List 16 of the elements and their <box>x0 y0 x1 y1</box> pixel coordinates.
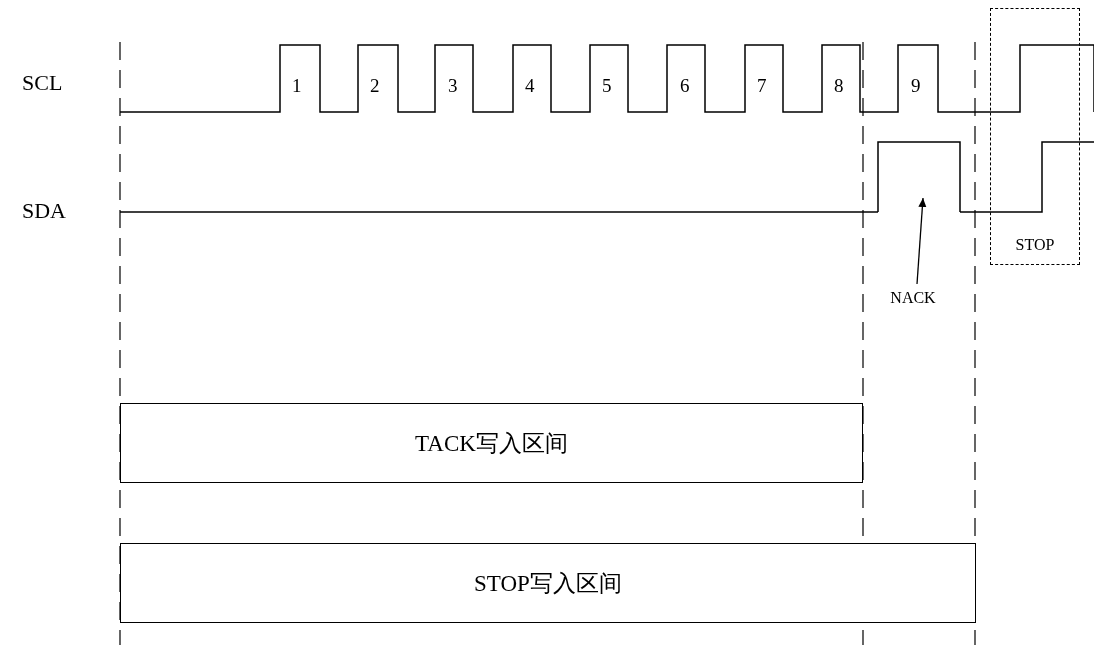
signal-name: SCL <box>22 72 63 94</box>
clock-pulse-number: 1 <box>292 76 302 95</box>
clock-pulse-number: 4 <box>525 76 535 95</box>
clock-pulse-number: 8 <box>834 76 844 95</box>
clock-pulse-number: 2 <box>370 76 380 95</box>
clock-pulse-number: 7 <box>757 76 767 95</box>
clock-pulse-number: 6 <box>680 76 690 95</box>
write-interval-box: TACK写入区间 <box>120 403 863 483</box>
leader-arrow <box>916 197 927 285</box>
clock-pulse-number: 5 <box>602 76 612 95</box>
write-interval-box: STOP写入区间 <box>120 543 976 623</box>
stop-region-box: STOP <box>990 8 1080 265</box>
clock-pulse-number: 9 <box>911 76 921 95</box>
clock-pulse-number: 3 <box>448 76 458 95</box>
signal-name: SDA <box>22 200 66 222</box>
sda-high-pulse <box>877 141 961 213</box>
